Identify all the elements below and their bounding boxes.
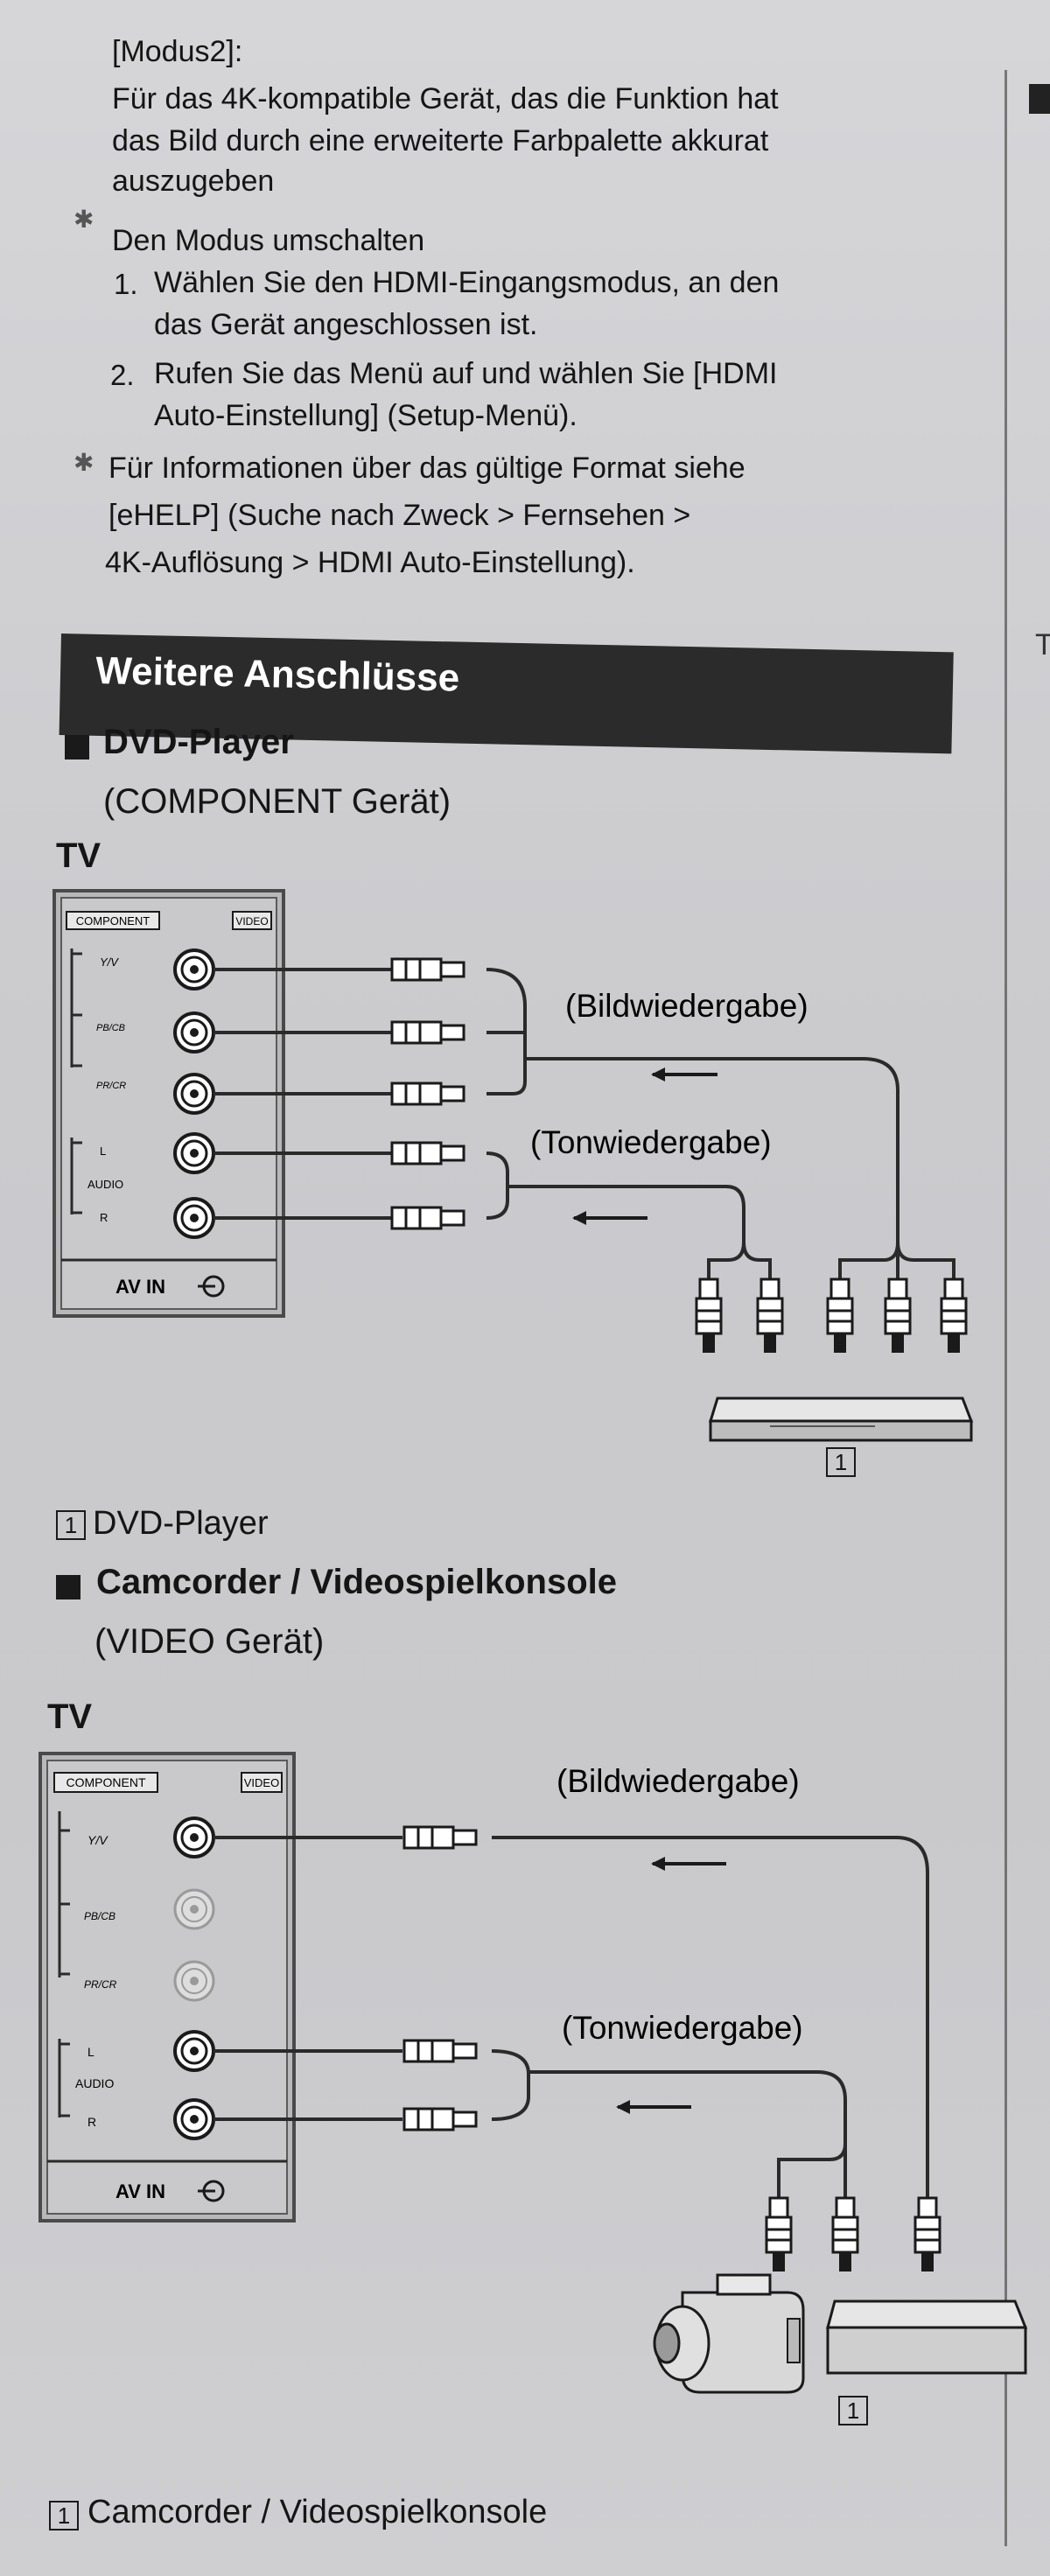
jack-label-y: Y/V (88, 1833, 108, 1847)
cam-tv-label: TV (47, 1698, 93, 1736)
dvd-vplug-audio-2 (756, 1278, 784, 1354)
dvd-subheading: (COMPONENT Gerät) (103, 782, 452, 821)
dvd-plug-audio-r (390, 1206, 466, 1230)
dvd-plug-pb (390, 1020, 466, 1045)
game-console-device-icon (826, 2300, 1028, 2375)
step-2-line-2: Auto-Einstellung] (Setup-Menü). (154, 399, 578, 432)
panel-avin-label: AV IN (116, 2180, 165, 2202)
cam-vplug-audio-1 (765, 2196, 793, 2273)
camcorder-device-icon (653, 2273, 805, 2394)
jack-label-audio: AUDIO (75, 2076, 114, 2090)
switch-mode-title: Den Modus umschalten (112, 224, 425, 257)
bullet-icon: ✱ (74, 449, 94, 476)
section-title: Weitere Anschlüsse (94, 649, 460, 700)
dvd-device-number: 1 (826, 1447, 856, 1477)
dvd-connection-diagram: COMPONENT VIDEO Y/V PB/CB PR/CR L AUDIO … (52, 889, 974, 1442)
square-bullet-icon (56, 1575, 80, 1600)
jack-pr (173, 1073, 215, 1115)
cam-plug-video (402, 1825, 478, 1850)
dvd-plug-pr (390, 1082, 466, 1106)
dvd-caption: DVD-Player (93, 1505, 269, 1542)
next-column-marker (1029, 84, 1050, 114)
cam-plug-audio-r (402, 2107, 478, 2132)
cam-video-cable (214, 1836, 929, 2198)
cam-heading: Camcorder / Videospielkonsole (96, 1563, 618, 1601)
mode-desc-line-2: das Bild durch eine erweiterte Farbpalet… (112, 124, 769, 158)
dvd-video-cables (214, 968, 956, 1279)
dvd-picture-arrow-icon (651, 1068, 718, 1082)
jack-video (173, 1816, 215, 1858)
cam-plug-audio-l (402, 2039, 478, 2063)
panel-avin-label: AV IN (116, 1276, 165, 1298)
panel-component-label: COMPONENT (76, 914, 150, 928)
cam-vplug-audio-2 (831, 2196, 859, 2273)
jack-y (173, 948, 215, 990)
dvd-heading: DVD-Player (103, 723, 294, 761)
dvd-tv-av-panel: COMPONENT VIDEO Y/V PB/CB PR/CR L AUDIO … (52, 889, 285, 1318)
jack-pb-unused (173, 1888, 215, 1930)
cam-tv-av-panel: COMPONENT VIDEO Y/V PB/CB PR/CR L AUDIO … (38, 1752, 296, 2222)
cam-caption: Camcorder / Videospielkonsole (88, 2494, 548, 2530)
dvd-vplug-video-2 (884, 1278, 912, 1354)
dvd-sound-arrow-icon (572, 1211, 648, 1225)
cam-audio-cables (214, 2049, 848, 2198)
cam-vplug-video (914, 2196, 942, 2273)
dvd-picture-label: (Bildwiedergabe) (565, 988, 808, 1024)
cam-caption-number: 1 (49, 2501, 79, 2530)
jack-label-pb: PB/CB (84, 1910, 116, 1922)
cam-sound-arrow-icon (616, 2100, 691, 2114)
step-1-line-2: das Gerät angeschlossen ist. (154, 308, 538, 341)
cam-connection-diagram: COMPONENT VIDEO Y/V PB/CB PR/CR L AUDIO … (38, 1752, 1028, 2394)
panel-video-label: VIDEO (244, 1776, 279, 1789)
cam-picture-label: (Bildwiedergabe) (556, 1763, 800, 1799)
jack-label-l: L (100, 1144, 106, 1158)
jack-label-r: R (100, 1211, 108, 1224)
dvd-player-device-icon (708, 1396, 974, 1442)
mode-desc-line-3: auszugeben (112, 164, 275, 198)
jack-label-pb: PB/CB (96, 1023, 125, 1033)
next-column-fragment: T (1035, 628, 1050, 662)
panel-component-label: COMPONENT (66, 1775, 146, 1789)
dvd-tv-label: TV (56, 836, 102, 875)
dvd-vplug-video-1 (826, 1278, 854, 1354)
dvd-caption-number: 1 (56, 1510, 86, 1540)
square-bullet-icon (65, 735, 89, 760)
jack-audio-r (173, 1197, 215, 1239)
panel-video-label: VIDEO (235, 915, 268, 928)
dvd-vplug-video-3 (940, 1278, 968, 1354)
dvd-plug-audio-l (390, 1141, 466, 1166)
dvd-audio-cables (214, 1152, 772, 1279)
jack-audio-l (173, 2030, 215, 2072)
info-line-3: 4K-Auflösung > HDMI Auto-Einstellung). (105, 546, 635, 579)
mode-desc-line-1: Für das 4K-kompatible Gerät, das die Fun… (112, 82, 779, 116)
info-line-1: Für Informationen über das gültige Forma… (108, 452, 746, 485)
info-line-2: [eHELP] (Suche nach Zweck > Fernsehen > (108, 499, 691, 532)
jack-audio-l (173, 1132, 215, 1174)
jack-label-pr: PR/CR (96, 1081, 126, 1091)
cam-sound-label: (Tonwiedergabe) (562, 2010, 803, 2046)
column-divider (1004, 70, 1007, 2546)
bullet-icon: ✱ (74, 206, 94, 233)
step-1-line-1: Wählen Sie den HDMI-Eingangsmodus, an de… (154, 266, 780, 299)
step-1-number: 1. (114, 268, 138, 300)
jack-audio-r (173, 2098, 215, 2140)
jack-label-y: Y/V (100, 956, 119, 969)
jack-label-audio: AUDIO (88, 1178, 123, 1191)
cam-device-number: 1 (838, 2396, 868, 2426)
jack-label-r: R (88, 2115, 96, 2129)
jack-pr-unused (173, 1960, 215, 2002)
cam-picture-arrow-icon (651, 1857, 726, 1871)
jack-label-l: L (88, 2045, 94, 2059)
dvd-plug-y (390, 957, 466, 982)
cam-subheading: (VIDEO Gerät) (94, 1622, 325, 1661)
step-2-number: 2. (110, 359, 135, 391)
dvd-sound-label: (Tonwiedergabe) (530, 1124, 772, 1160)
jack-label-pr: PR/CR (84, 1978, 117, 1991)
jack-pb (173, 1012, 215, 1054)
dvd-vplug-audio-1 (695, 1278, 723, 1354)
mode-label: [Modus2]: (112, 35, 243, 68)
step-2-line-1: Rufen Sie das Menü auf und wählen Sie [H… (154, 357, 778, 390)
